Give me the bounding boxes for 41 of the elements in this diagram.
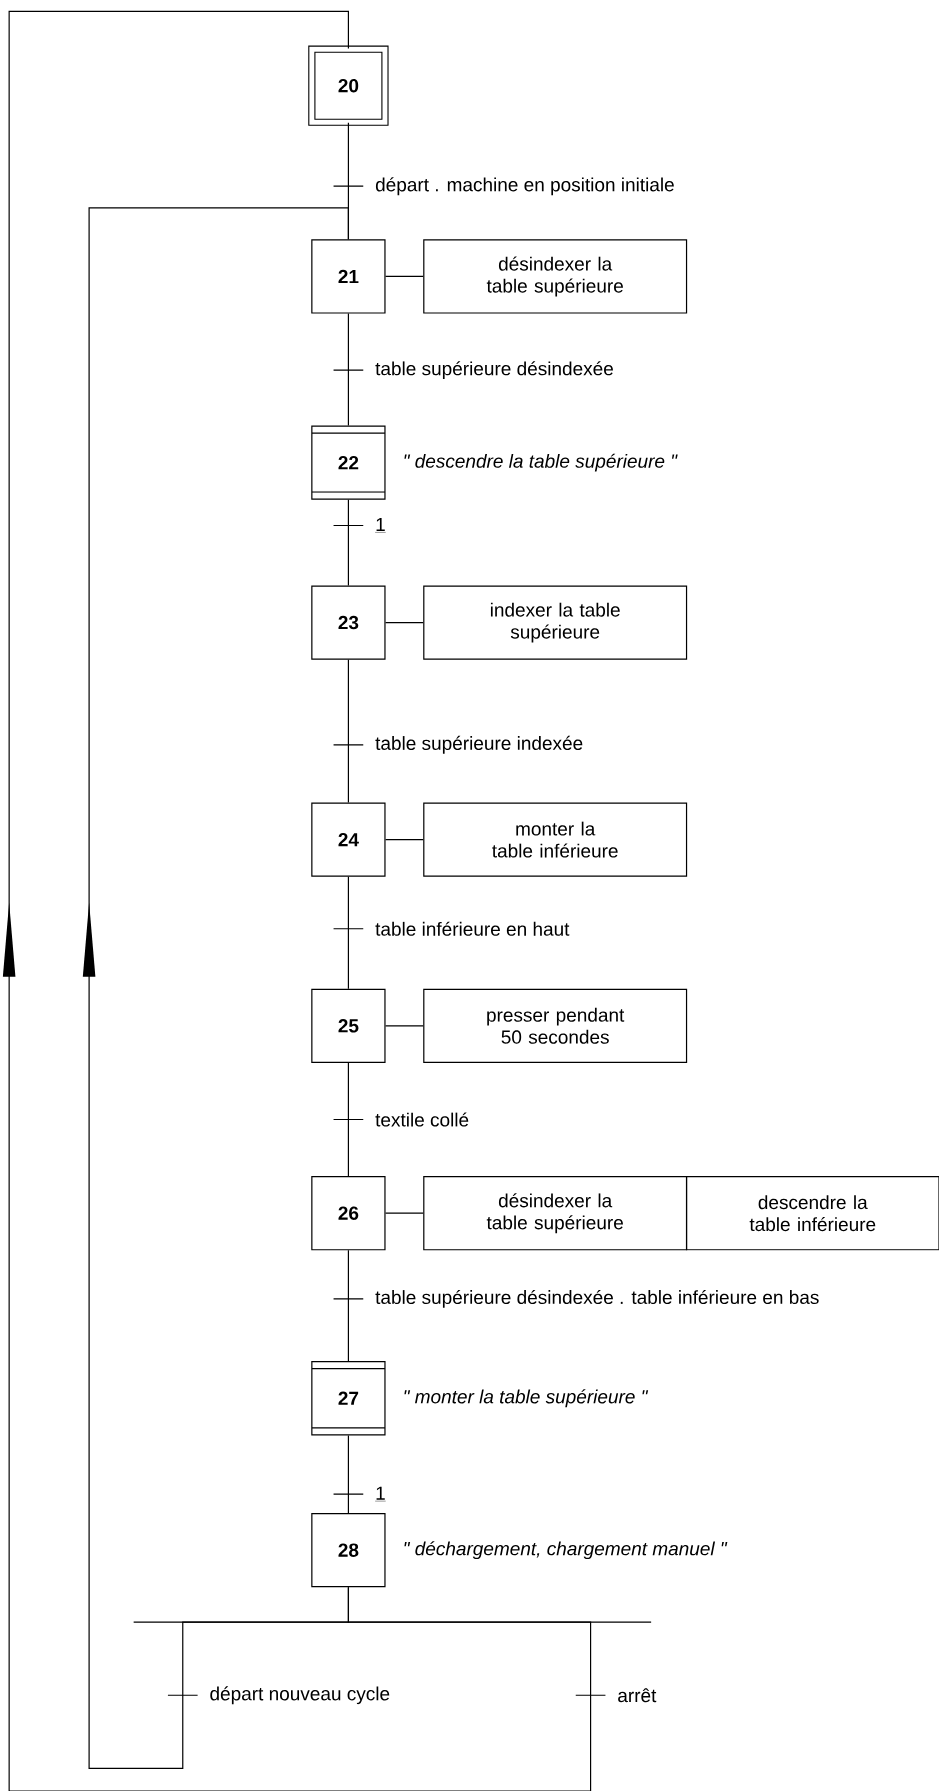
transition-label: table supérieure désindexée [374, 360, 615, 381]
transition-label: 1 [374, 516, 387, 534]
transition-label: textile collé [374, 1111, 471, 1128]
step-box: 23 [311, 585, 386, 660]
connector-line [384, 839, 424, 841]
connector-line [384, 275, 424, 278]
connector-line [384, 1025, 424, 1027]
action-box: monter la table inférieure [423, 802, 688, 877]
connector-line [332, 1249, 364, 1362]
connector-line [332, 1434, 364, 1514]
macro-step-box: 22 [311, 425, 386, 500]
initial-step-box: 20 [308, 45, 389, 126]
connector-line [332, 313, 364, 427]
step-box: 28 [311, 1513, 386, 1588]
action-box: presser pendant 50 secondes [423, 988, 688, 1063]
step-box: 24 [311, 802, 386, 877]
connector-line [384, 1212, 424, 1214]
step-box: 25 [311, 988, 386, 1063]
step-comment: " descendre la table supérieure " [404, 453, 678, 472]
transition-label: départ . machine en position initiale [374, 176, 676, 197]
step-comment: " déchargement, chargement manuel " [404, 1541, 728, 1560]
step-comment: " monter la table supérieure " [404, 1389, 649, 1408]
connector-line [332, 876, 364, 990]
transition-label: 1 [374, 1485, 387, 1503]
transition-label: table supérieure indexée [374, 734, 585, 755]
connector-line [332, 1062, 364, 1177]
action-box: désindexer la table supérieure [423, 1176, 688, 1251]
transition-label: arrêt [616, 1687, 658, 1704]
connector-line [332, 659, 364, 804]
connector-line [332, 499, 364, 587]
transition-label: départ nouveau cycle [208, 1685, 392, 1706]
step-box: 26 [311, 1176, 386, 1251]
transition-label: table supérieure désindexée . table inférieure en bas [374, 1288, 821, 1309]
connector-line [384, 622, 424, 624]
action-box: descendre la table inférieure [685, 1176, 939, 1251]
arrow [82, 207, 349, 1769]
action-box: désindexer la table supérieure [423, 239, 688, 314]
step-box: 21 [311, 239, 386, 314]
transition-label: table inférieure en haut [374, 920, 571, 937]
action-box: indexer la table supérieure [423, 585, 688, 660]
macro-step-box: 27 [311, 1361, 386, 1436]
